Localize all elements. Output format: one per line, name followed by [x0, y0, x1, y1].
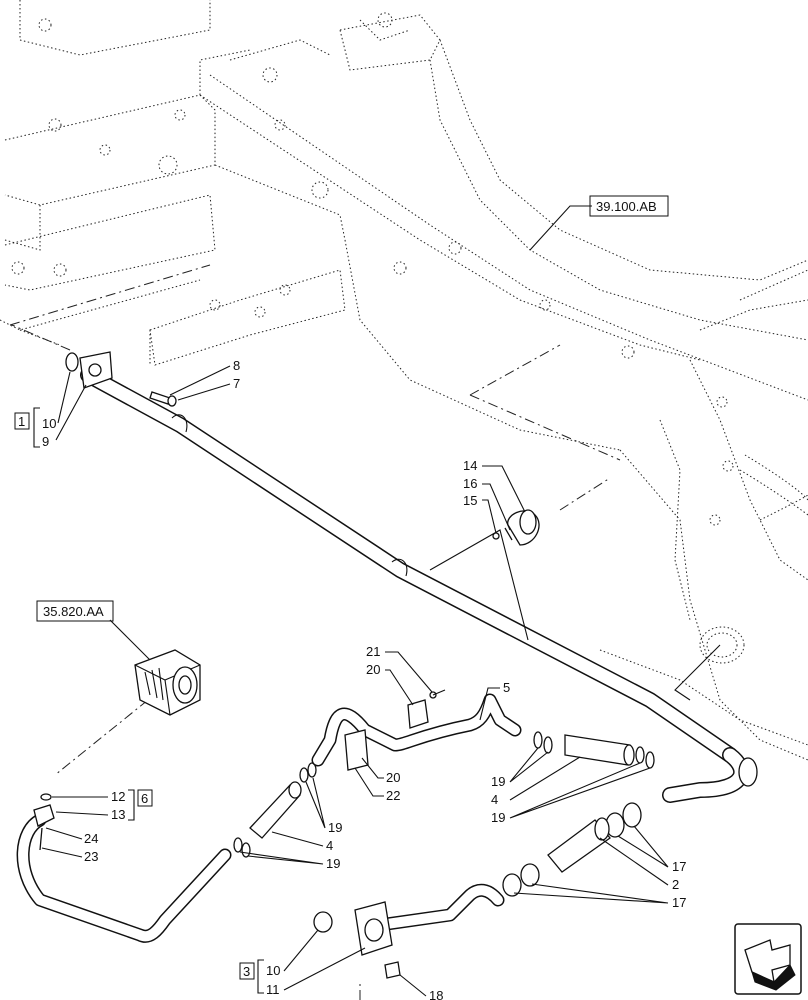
- callout-23: 23: [84, 849, 98, 864]
- callout-12: 12: [111, 789, 125, 804]
- pump-reference-label: 35.820.AA: [43, 604, 104, 619]
- callout-22: 22: [386, 788, 400, 803]
- callout-20-top: 20: [366, 662, 380, 677]
- callout-20-bottom: 20: [386, 770, 400, 785]
- left-flange-hardware: [65, 352, 177, 407]
- hydraulic-pump: [134, 649, 201, 716]
- callout-24: 24: [84, 831, 98, 846]
- callout-17-lower: 17: [672, 895, 686, 910]
- callout-11: 11: [266, 982, 280, 997]
- callout-2: 2: [672, 877, 679, 892]
- drive-chain: [699, 454, 808, 664]
- suction-hose-assembly: [16, 689, 655, 979]
- callout-15: 15: [463, 493, 477, 508]
- next-page-arrow-icon[interactable]: [734, 923, 802, 995]
- chassis-frame: [0, 0, 808, 761]
- callout-9: 9: [42, 434, 49, 449]
- callout-19-middle-left: 19: [491, 774, 505, 789]
- callout-7: 7: [233, 376, 240, 391]
- callout-16: 16: [463, 476, 477, 491]
- callout-13: 13: [111, 807, 125, 822]
- callout-19-left-bottom: 19: [326, 856, 340, 871]
- callout-18: 18: [429, 988, 443, 1000]
- alignment-lines: [9, 264, 621, 1000]
- callout-4-left: 4: [326, 838, 333, 853]
- callout-19-middle-right: 19: [491, 810, 505, 825]
- group-6-label: 6: [141, 791, 148, 806]
- callout-14: 14: [463, 458, 477, 473]
- callout-4-middle: 4: [491, 792, 498, 807]
- callout-10-top: 10: [42, 416, 56, 431]
- callout-19-left-top: 19: [328, 820, 342, 835]
- pump-reference-callout[interactable]: 35.820.AA: [36, 600, 151, 661]
- callout-5: 5: [503, 680, 510, 695]
- callout-17-right: 17: [672, 859, 686, 874]
- callouts: 8 7 1 10 9 14 16 15 21 20 5 20 22 19: [14, 358, 686, 1000]
- group-1-label: 1: [18, 414, 25, 429]
- bracket-leader: [429, 529, 529, 641]
- chain-leader: [674, 644, 721, 701]
- group-3-label: 3: [243, 964, 250, 979]
- main-tube: [79, 351, 758, 803]
- callout-8: 8: [233, 358, 240, 373]
- tube-bracket: [492, 509, 540, 546]
- callout-10-bottom: 10: [266, 963, 280, 978]
- callout-21: 21: [366, 644, 380, 659]
- frame-reference-callout[interactable]: 39.100.AB: [529, 195, 669, 251]
- frame-reference-label: 39.100.AB: [596, 199, 657, 214]
